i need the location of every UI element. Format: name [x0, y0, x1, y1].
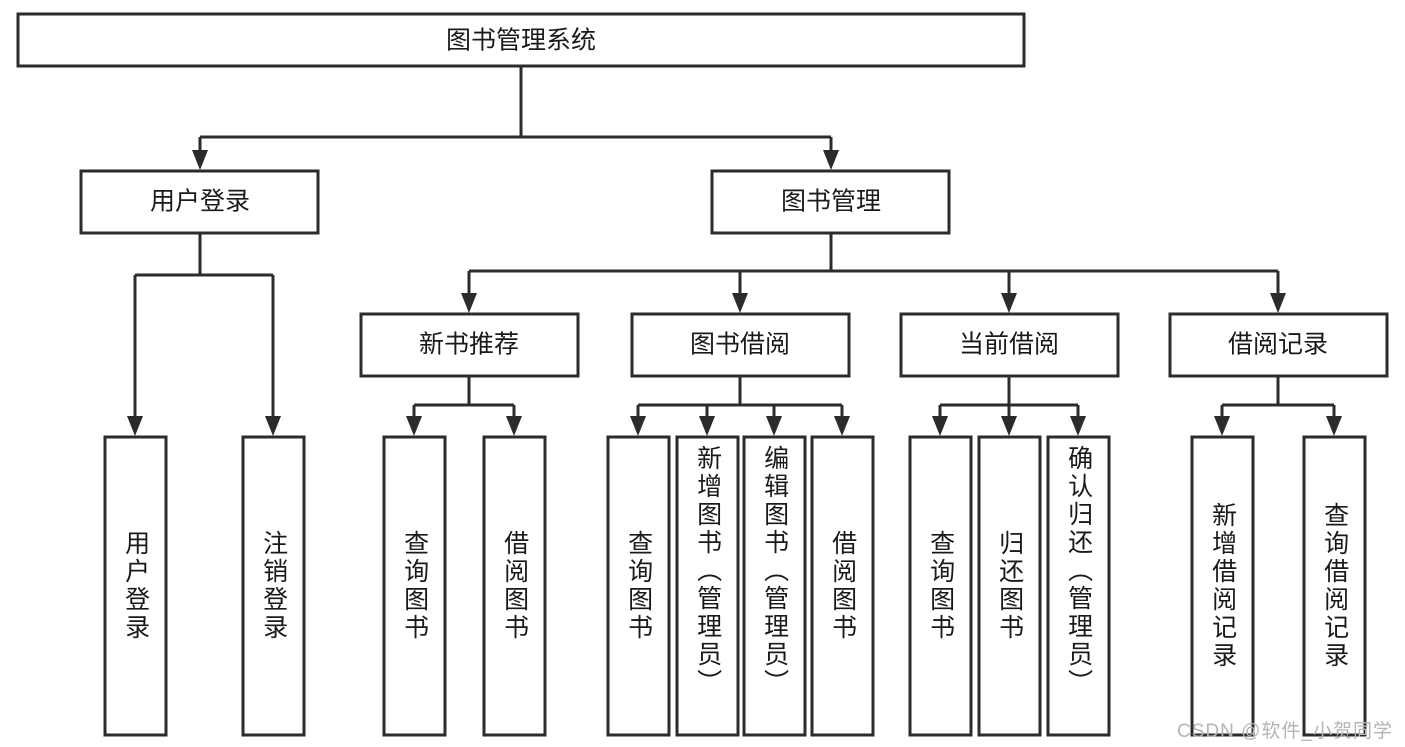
arrowhead-current-borrow-leaf-3	[1070, 416, 1086, 436]
node-box-leaf-book-borrow-2[interactable]	[675, 435, 740, 737]
node-box-leaf-borrow-record-1[interactable]	[1190, 435, 1255, 737]
node-label-borrow-record: 借阅记录	[1228, 331, 1328, 359]
node-box-current-borrow[interactable]	[899, 312, 1120, 378]
arrowhead-user-login-leaf-2	[265, 416, 281, 436]
node-box-root[interactable]	[16, 12, 1026, 68]
node-label-user-login: 用户登录	[150, 188, 250, 216]
node-box-leaf-book-borrow-1[interactable]	[606, 435, 671, 737]
connector-book-mgmt-bus	[467, 233, 1280, 301]
node-box-leaf-user-login-1[interactable]	[103, 435, 168, 737]
connector-current-borrow-bus	[938, 376, 1080, 424]
arrowhead-user-login-leaf-1	[127, 416, 143, 436]
arrowhead-current-borrow-leaf-1	[932, 416, 948, 436]
arrowhead-book-mgmt-to-book-borrow	[732, 293, 748, 313]
arrowhead-book-borrow-leaf-3	[766, 416, 782, 436]
connector-new-book-bus	[412, 376, 516, 424]
arrowhead-book-mgmt-to-current-borrow	[1001, 293, 1017, 313]
node-box-user-login[interactable]	[79, 169, 320, 235]
connector-book-borrow-bus	[636, 376, 844, 424]
arrowhead-new-book-leaf-1	[406, 416, 422, 436]
node-box-leaf-user-login-2[interactable]	[241, 435, 306, 737]
node-label-new-book-recommend: 新书推荐	[419, 331, 519, 359]
node-label-book-management: 图书管理	[781, 188, 881, 216]
arrowhead-borrow-record-leaf-2	[1326, 416, 1342, 436]
node-box-leaf-new-book-2[interactable]	[482, 435, 547, 737]
node-box-leaf-current-borrow-1[interactable]	[908, 435, 973, 737]
arrowhead-book-borrow-leaf-2	[699, 416, 715, 436]
connector-user-login-bus	[133, 233, 275, 424]
arrowhead-root-to-user-login	[192, 150, 208, 170]
node-box-leaf-current-borrow-3[interactable]	[1046, 435, 1111, 737]
connector-layer	[127, 66, 1342, 436]
arrowhead-book-borrow-leaf-1	[630, 416, 646, 436]
node-box-book-management[interactable]	[710, 169, 951, 235]
node-box-new-book-recommend[interactable]	[359, 312, 580, 378]
connector-borrow-record-bus	[1220, 376, 1336, 424]
arrowhead-book-mgmt-to-borrow-record	[1270, 293, 1286, 313]
node-layer: 图书管理系统 用户登录 图书管理 新书推荐 图书借阅 当前借阅 借阅记录	[16, 12, 1389, 737]
arrowhead-book-mgmt-to-new-book	[461, 293, 477, 313]
arrowhead-book-borrow-leaf-4	[834, 416, 850, 436]
node-box-book-borrow[interactable]	[630, 312, 851, 378]
arrowhead-root-to-book-mgmt	[823, 150, 839, 170]
node-box-leaf-new-book-1[interactable]	[382, 435, 447, 737]
arrowhead-borrow-record-leaf-1	[1214, 416, 1230, 436]
connector-root-bus	[198, 66, 833, 158]
node-box-borrow-record[interactable]	[1168, 312, 1389, 378]
node-box-leaf-book-borrow-3[interactable]	[742, 435, 807, 737]
node-label-book-borrow: 图书借阅	[690, 331, 790, 359]
node-box-leaf-current-borrow-2[interactable]	[977, 435, 1042, 737]
arrowhead-current-borrow-leaf-2	[1001, 416, 1017, 436]
node-label-current-borrow: 当前借阅	[959, 331, 1059, 359]
csdn-watermark: CSDN @软件_小贺同学	[1177, 721, 1393, 742]
node-box-leaf-book-borrow-4[interactable]	[810, 435, 875, 737]
node-box-leaf-borrow-record-2[interactable]	[1302, 435, 1367, 737]
node-label-root: 图书管理系统	[446, 27, 596, 55]
arrowhead-new-book-leaf-2	[506, 416, 522, 436]
